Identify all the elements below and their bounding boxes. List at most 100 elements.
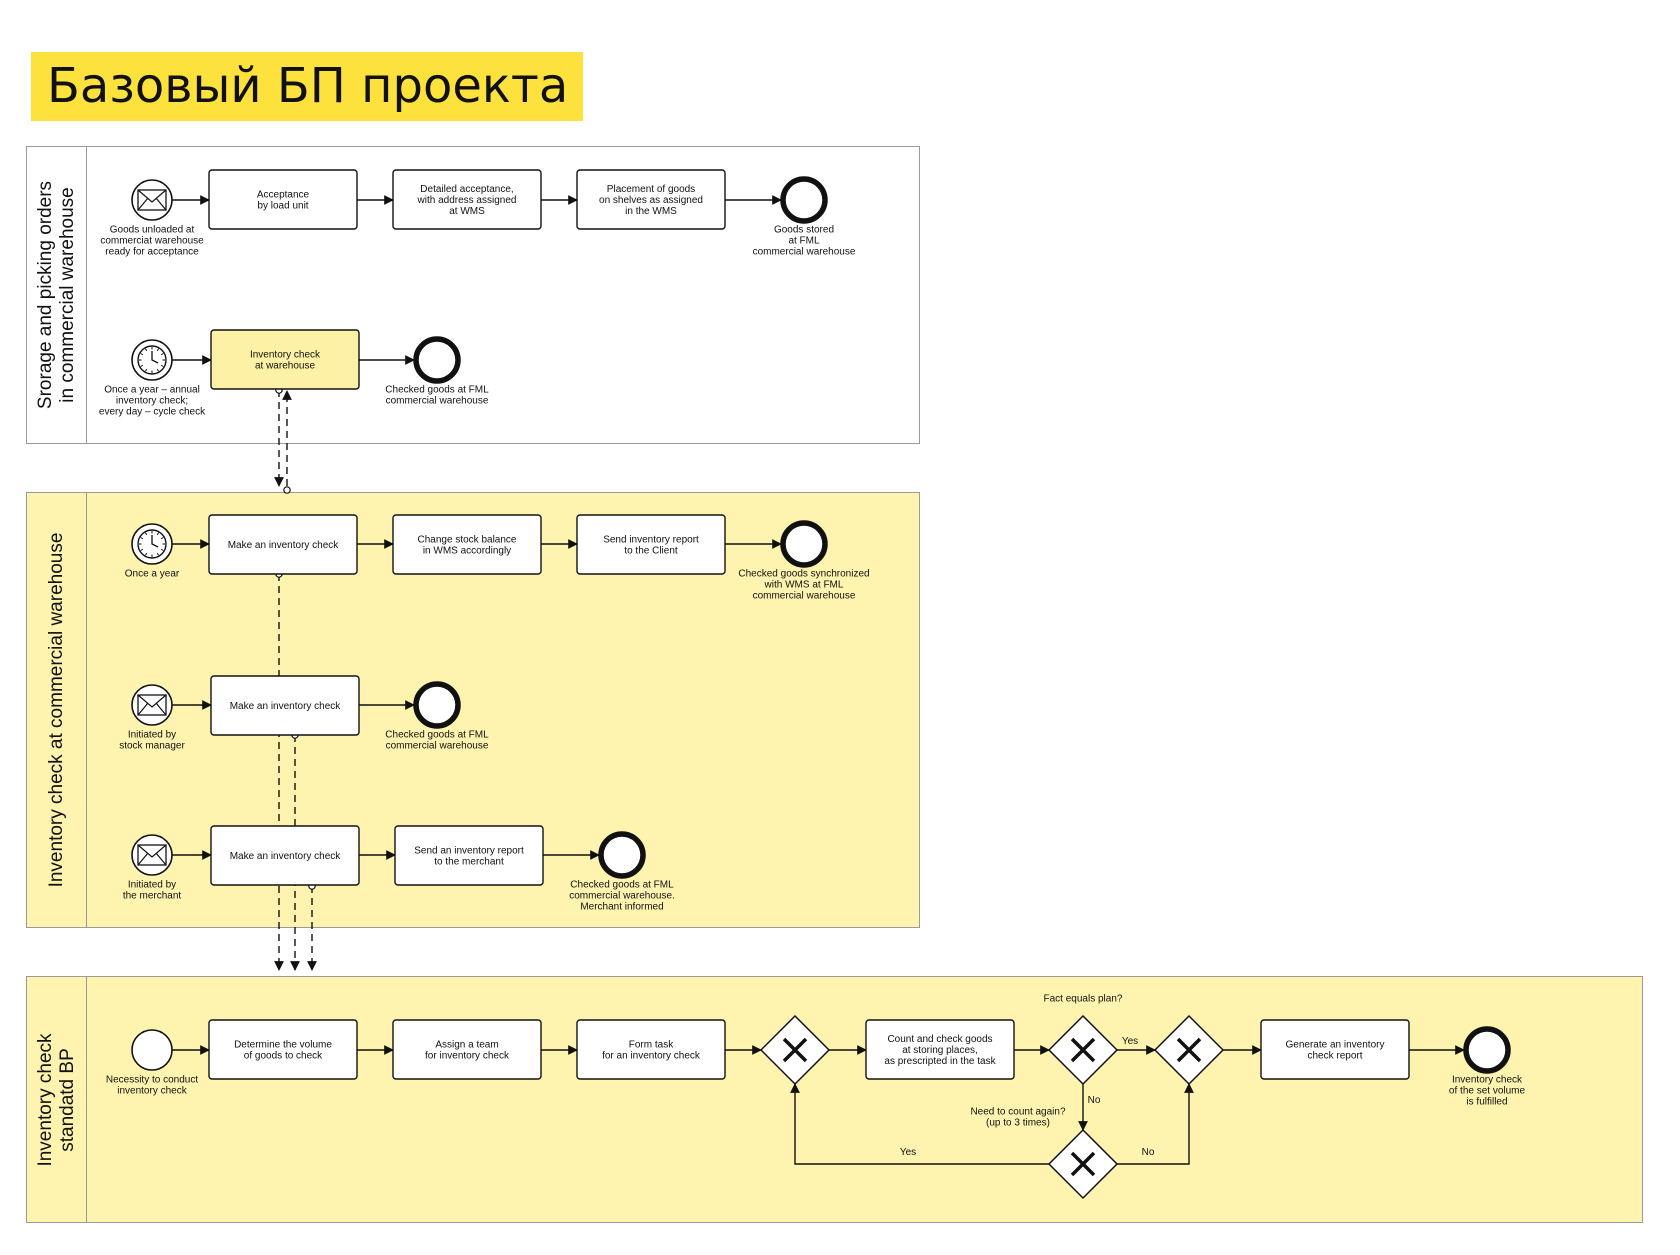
gateway-g1[interactable] — [759, 1014, 831, 1086]
pool-storage: Srorage and picking orders in commercial… — [26, 146, 920, 444]
exclusive-x-icon — [1070, 1037, 1096, 1063]
pool-standard-header: Inventory check standatd BP — [27, 977, 87, 1222]
end-event-circle — [413, 681, 461, 729]
envelope-icon — [137, 844, 167, 866]
sequence-flow — [790, 1083, 1049, 1165]
event-e5[interactable]: Once a year — [125, 523, 180, 580]
end-event-circle — [780, 176, 828, 224]
flow-label-no_down: No — [1088, 1095, 1101, 1106]
task-t8[interactable]: Make an inventory check — [210, 675, 360, 736]
task-label: Make an inventory check — [230, 851, 342, 862]
task-box — [392, 514, 542, 575]
pool-storage-header: Srorage and picking orders in commercial… — [27, 147, 87, 443]
end-event-circle — [598, 831, 646, 879]
task-label: Detailed acceptance,with address assigne… — [417, 184, 517, 217]
task-t2[interactable]: Detailed acceptance,with address assigne… — [392, 169, 542, 230]
event-label: Once a year — [125, 569, 180, 580]
gateway-g3[interactable] — [1153, 1014, 1225, 1086]
clock-icon — [137, 345, 167, 375]
task-box — [394, 825, 544, 886]
exclusive-x-icon — [1176, 1037, 1202, 1063]
end-event-circle — [780, 520, 828, 568]
gateway-label: Fact equals plan? — [1044, 994, 1123, 1005]
gateway-g4[interactable]: Need to count again?(up to 3 times) — [970, 1107, 1119, 1200]
gateway-g2[interactable]: Fact equals plan? — [1044, 994, 1123, 1086]
flow-label-yes_loop: Yes — [900, 1147, 916, 1158]
envelope-icon — [137, 189, 167, 211]
task-box — [1260, 1019, 1410, 1080]
sequence-flow — [1117, 1083, 1194, 1165]
flow-label-no_right: No — [1142, 1147, 1155, 1158]
task-box — [392, 169, 542, 230]
task-box — [208, 514, 358, 575]
exclusive-x-icon — [1070, 1151, 1096, 1177]
task-box — [392, 1019, 542, 1080]
task-box — [210, 675, 360, 736]
task-t9[interactable]: Make an inventory check — [210, 825, 360, 886]
task-box — [210, 329, 360, 390]
pool-inventory-header: Inventory check at commercial warehouse — [27, 493, 87, 927]
task-box — [210, 825, 360, 886]
exclusive-x-icon — [782, 1037, 808, 1063]
pool-standard: Inventory check standatd BP — [26, 976, 1643, 1223]
title-banner: Базовый БП проекта — [31, 52, 583, 121]
clock-icon — [137, 529, 167, 559]
task-box — [576, 514, 726, 575]
flow-label-yes_to_merge: Yes — [1122, 1036, 1138, 1047]
task-label: Make an inventory check — [230, 701, 342, 712]
start-event-circle — [131, 1029, 173, 1071]
task-t5[interactable]: Make an inventory check — [208, 514, 358, 575]
page-title: Базовый БП проекта — [47, 58, 569, 114]
task-label: Make an inventory check — [228, 540, 340, 551]
task-box — [576, 169, 726, 230]
end-event-circle — [1463, 1026, 1511, 1074]
envelope-icon — [137, 694, 167, 716]
message-flow-origin — [283, 486, 291, 494]
task-box — [208, 1019, 358, 1080]
